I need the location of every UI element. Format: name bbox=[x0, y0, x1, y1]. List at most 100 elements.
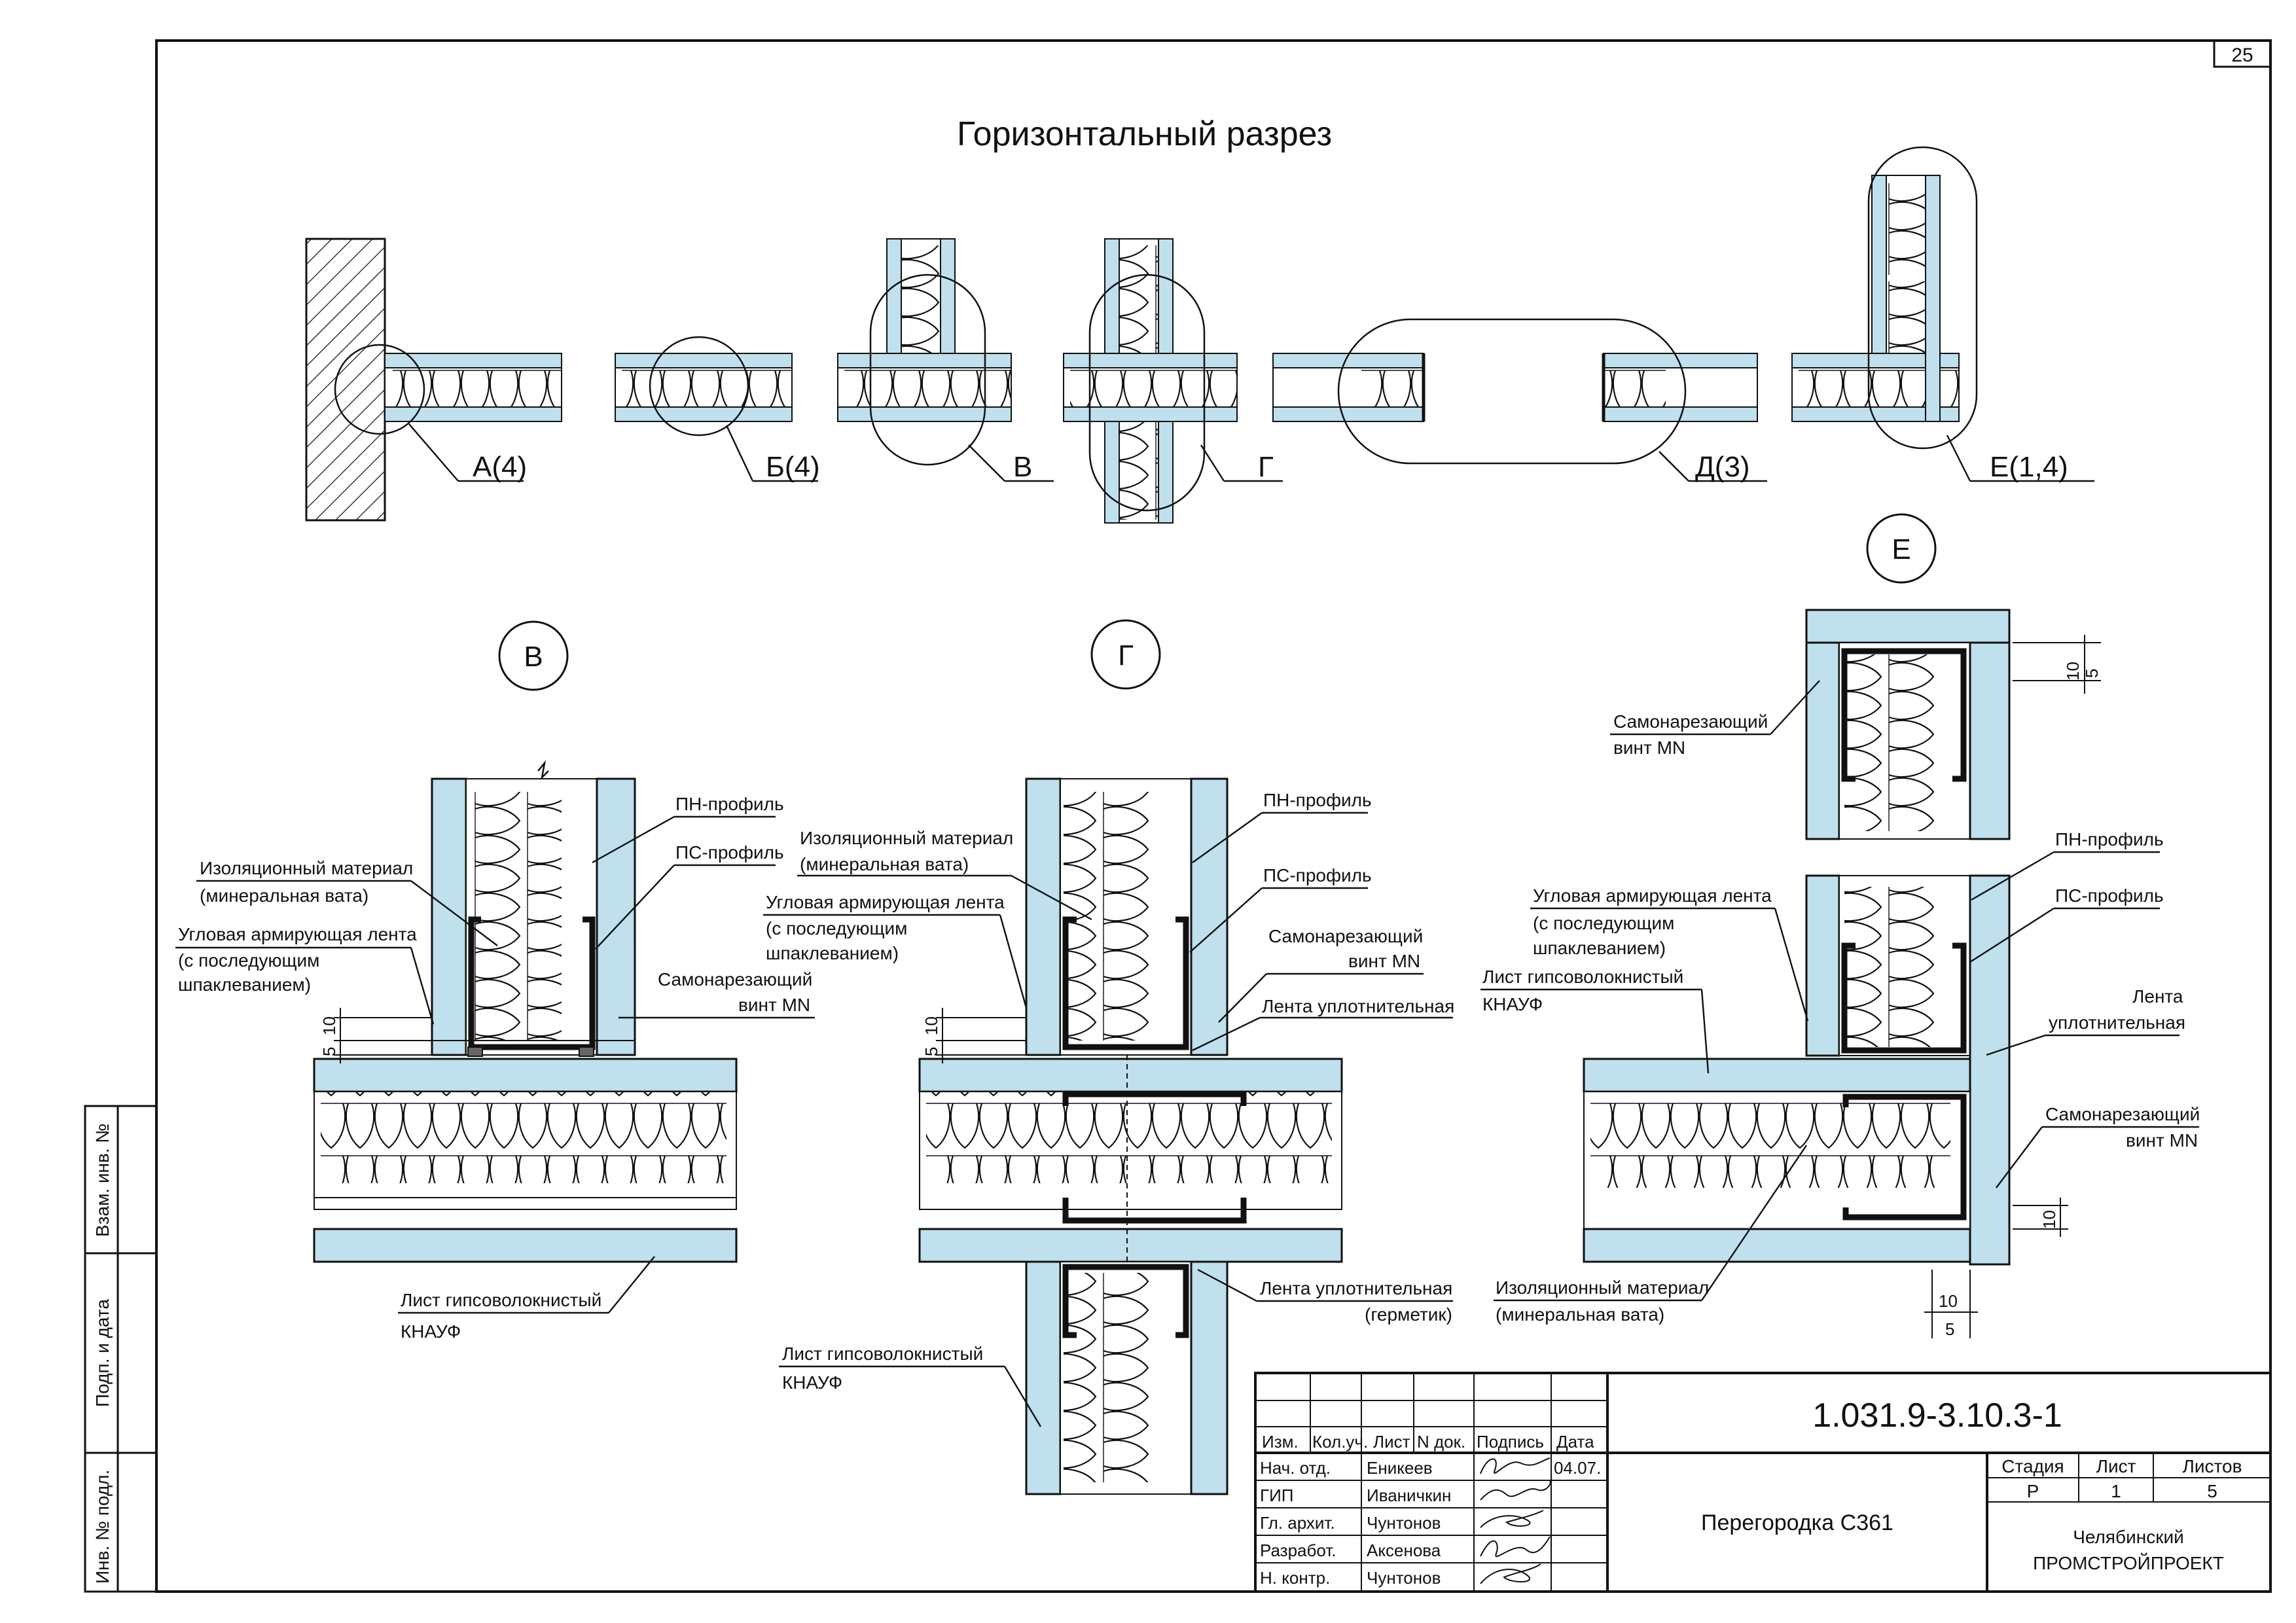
tb-role-4: Разработ. bbox=[1260, 1541, 1336, 1560]
tb-sheet-header: Лист bbox=[2096, 1456, 2136, 1476]
tb-role-5: Н. контр. bbox=[1260, 1568, 1330, 1588]
g-label-screw: Самонарезающий bbox=[1268, 926, 1423, 946]
detail-v bbox=[313, 760, 738, 1263]
stamp-sign-date: Подп. и дата bbox=[92, 1299, 113, 1407]
v-label-gvl-2: КНАУФ bbox=[401, 1321, 461, 1342]
e-label-tape-2: уплотнительная bbox=[2049, 1012, 2185, 1033]
v-label-gvl: Лист гипсоволокнистый bbox=[401, 1290, 601, 1310]
e-label-ps: ПС-профиль bbox=[2055, 885, 2164, 906]
tb-org-2: ПРОМСТРОЙПРОЕКТ bbox=[2033, 1553, 2224, 1573]
detail-marker-g-circle bbox=[1090, 619, 1161, 690]
tb-header-kol: Кол.уч. bbox=[1312, 1432, 1368, 1452]
v-label-pn: ПН-профиль bbox=[675, 794, 784, 814]
g-label-corner-tape-3: шпаклеванием) bbox=[766, 943, 899, 963]
callout-oval-d bbox=[1337, 318, 1687, 465]
detail-g bbox=[918, 777, 1343, 1495]
tb-org-1: Челябинский bbox=[2073, 1527, 2183, 1547]
g-label-pn: ПН-профиль bbox=[1263, 790, 1372, 810]
g-label-corner-tape: Угловая армирующая лента bbox=[766, 892, 1005, 912]
g-dim-10: 10 bbox=[922, 1016, 941, 1035]
callout-oval-e bbox=[1867, 146, 1978, 450]
g-label-insulation: Изоляционный материал bbox=[800, 828, 1013, 848]
v-label-insulation: Изоляционный материал bbox=[200, 858, 413, 878]
e-dim-10-side: 10 bbox=[2039, 1210, 2059, 1229]
signatures bbox=[1480, 1457, 1551, 1584]
callout-oval-g bbox=[1088, 274, 1206, 512]
detail-marker-g: Г bbox=[1118, 639, 1134, 671]
e-label-corner-tape-3: шпаклеванием) bbox=[1533, 938, 1666, 958]
detail-marker-e: Е bbox=[1892, 533, 1910, 565]
g-label-ps: ПС-профиль bbox=[1263, 865, 1372, 885]
tb-person-2: Иваничкин bbox=[1367, 1486, 1451, 1505]
callout-label-b: Б(4) bbox=[766, 451, 820, 483]
tb-header-sign: Подпись bbox=[1477, 1432, 1544, 1452]
tb-role-2: ГИП bbox=[1260, 1486, 1293, 1505]
g-label-gvl: Лист гипсоволокнистый bbox=[782, 1344, 983, 1364]
tb-date-1: 04.07. bbox=[1554, 1458, 1601, 1478]
v-label-screw-2: винт MN bbox=[738, 995, 810, 1015]
detail-marker-v-circle bbox=[498, 620, 569, 691]
g-label-insulation-2: (минеральная вата) bbox=[800, 854, 969, 874]
page-title: Горизонтальный разрез bbox=[957, 115, 1332, 153]
partition-b bbox=[615, 353, 793, 422]
v-label-corner-tape-3: шпаклеванием) bbox=[178, 974, 311, 995]
detail-g-labels: ПН-профиль ПС-профиль Изоляционный матер… bbox=[763, 790, 1454, 1427]
g-label-hermetic: (герметик) bbox=[1365, 1304, 1452, 1325]
tb-role-1: Нач. отд. bbox=[1260, 1458, 1331, 1478]
e-label-insulation: Изоляционный материал bbox=[1496, 1277, 1709, 1298]
g-dim-5: 5 bbox=[922, 1047, 941, 1056]
v-label-ps: ПС-профиль bbox=[675, 842, 784, 863]
g-label-seal-tape-2: Лента уплотнительная bbox=[1260, 1278, 1452, 1298]
callout-label-g: Г bbox=[1258, 451, 1274, 483]
sheet-number-box bbox=[2213, 39, 2272, 68]
title-block: Изм. Кол.уч. Лист N док. Подпись Дата На… bbox=[1254, 1372, 2272, 1593]
e-dim-10-top: 10 bbox=[2063, 662, 2083, 681]
stamp-replaced-inv: Взам. инв. № bbox=[92, 1124, 113, 1237]
e-label-corner-tape-2: (с последующим bbox=[1533, 913, 1674, 933]
tb-sheets-header: Листов bbox=[2183, 1456, 2242, 1476]
tb-sheet-value: 1 bbox=[2111, 1481, 2121, 1501]
e-label-insulation-2: (минеральная вата) bbox=[1496, 1304, 1664, 1325]
tb-document-code: 1.031.9-3.10.3-1 bbox=[1812, 1397, 2062, 1435]
tb-stage-value: Р bbox=[2027, 1481, 2039, 1501]
detail-marker-e-circle bbox=[1866, 513, 1937, 584]
v-dim-10: 10 bbox=[319, 1016, 339, 1035]
v-label-screw: Самонарезающий bbox=[658, 969, 812, 990]
e-dim-5-bottom: 5 bbox=[1945, 1319, 1954, 1339]
tb-person-1: Еникеев bbox=[1367, 1458, 1433, 1478]
e-label-pn: ПН-профиль bbox=[2055, 829, 2164, 849]
e-label-screw-top: Самонарезающий bbox=[1613, 711, 1768, 732]
detail-v-labels: ПН-профиль ПС-профиль Изоляционный матер… bbox=[175, 794, 815, 1342]
tb-header-list: Лист bbox=[1373, 1432, 1410, 1452]
v-dim-5: 5 bbox=[319, 1047, 339, 1056]
e-label-screw-2: винт MN bbox=[2126, 1130, 2198, 1150]
tb-role-3: Гл. архит. bbox=[1260, 1513, 1335, 1533]
detail-marker-v: В bbox=[524, 641, 543, 673]
e-label-gvl: Лист гипсоволокнистый bbox=[1482, 967, 1683, 987]
partition-d-right bbox=[1602, 353, 1758, 422]
overview-sections: А(4) Б(4) В bbox=[305, 146, 2094, 524]
tb-document-name: Перегородка С361 bbox=[1701, 1510, 1893, 1535]
detail-e-labels: Самонарезающий винт MN ПН-профиль ПС-про… bbox=[1480, 635, 2200, 1339]
v-label-corner-tape-2: (с последующим bbox=[178, 950, 319, 971]
e-label-tape: Лента bbox=[2132, 986, 2183, 1007]
side-stamp: Взам. инв. № Подп. и дата Инв. № подл. bbox=[84, 1105, 158, 1593]
v-label-corner-tape: Угловая армирующая лента bbox=[178, 924, 417, 944]
g-label-seal-tape: Лента уплотнительная bbox=[1262, 996, 1454, 1016]
callout-circle-a bbox=[334, 344, 425, 435]
frame-border bbox=[155, 39, 2272, 1593]
callout-label-a: А(4) bbox=[473, 451, 527, 483]
tb-person-3: Чунтонов bbox=[1367, 1513, 1441, 1533]
partition-v-overview bbox=[837, 238, 1012, 422]
g-label-gvl-2: КНАУФ bbox=[782, 1372, 842, 1393]
v-label-insulation-2: (минеральная вата) bbox=[200, 885, 368, 906]
sheet-number: 25 bbox=[2231, 45, 2253, 66]
detail-e bbox=[1583, 609, 2011, 1266]
e-label-screw: Самонарезающий bbox=[2045, 1104, 2200, 1124]
partition-d-left bbox=[1272, 353, 1426, 422]
e-dim-10-bottom: 10 bbox=[1939, 1291, 1958, 1311]
tb-header-doc: N док. bbox=[1417, 1432, 1465, 1452]
e-label-gvl-2: КНАУФ bbox=[1482, 994, 1543, 1014]
tb-header-izm: Изм. bbox=[1262, 1432, 1299, 1452]
